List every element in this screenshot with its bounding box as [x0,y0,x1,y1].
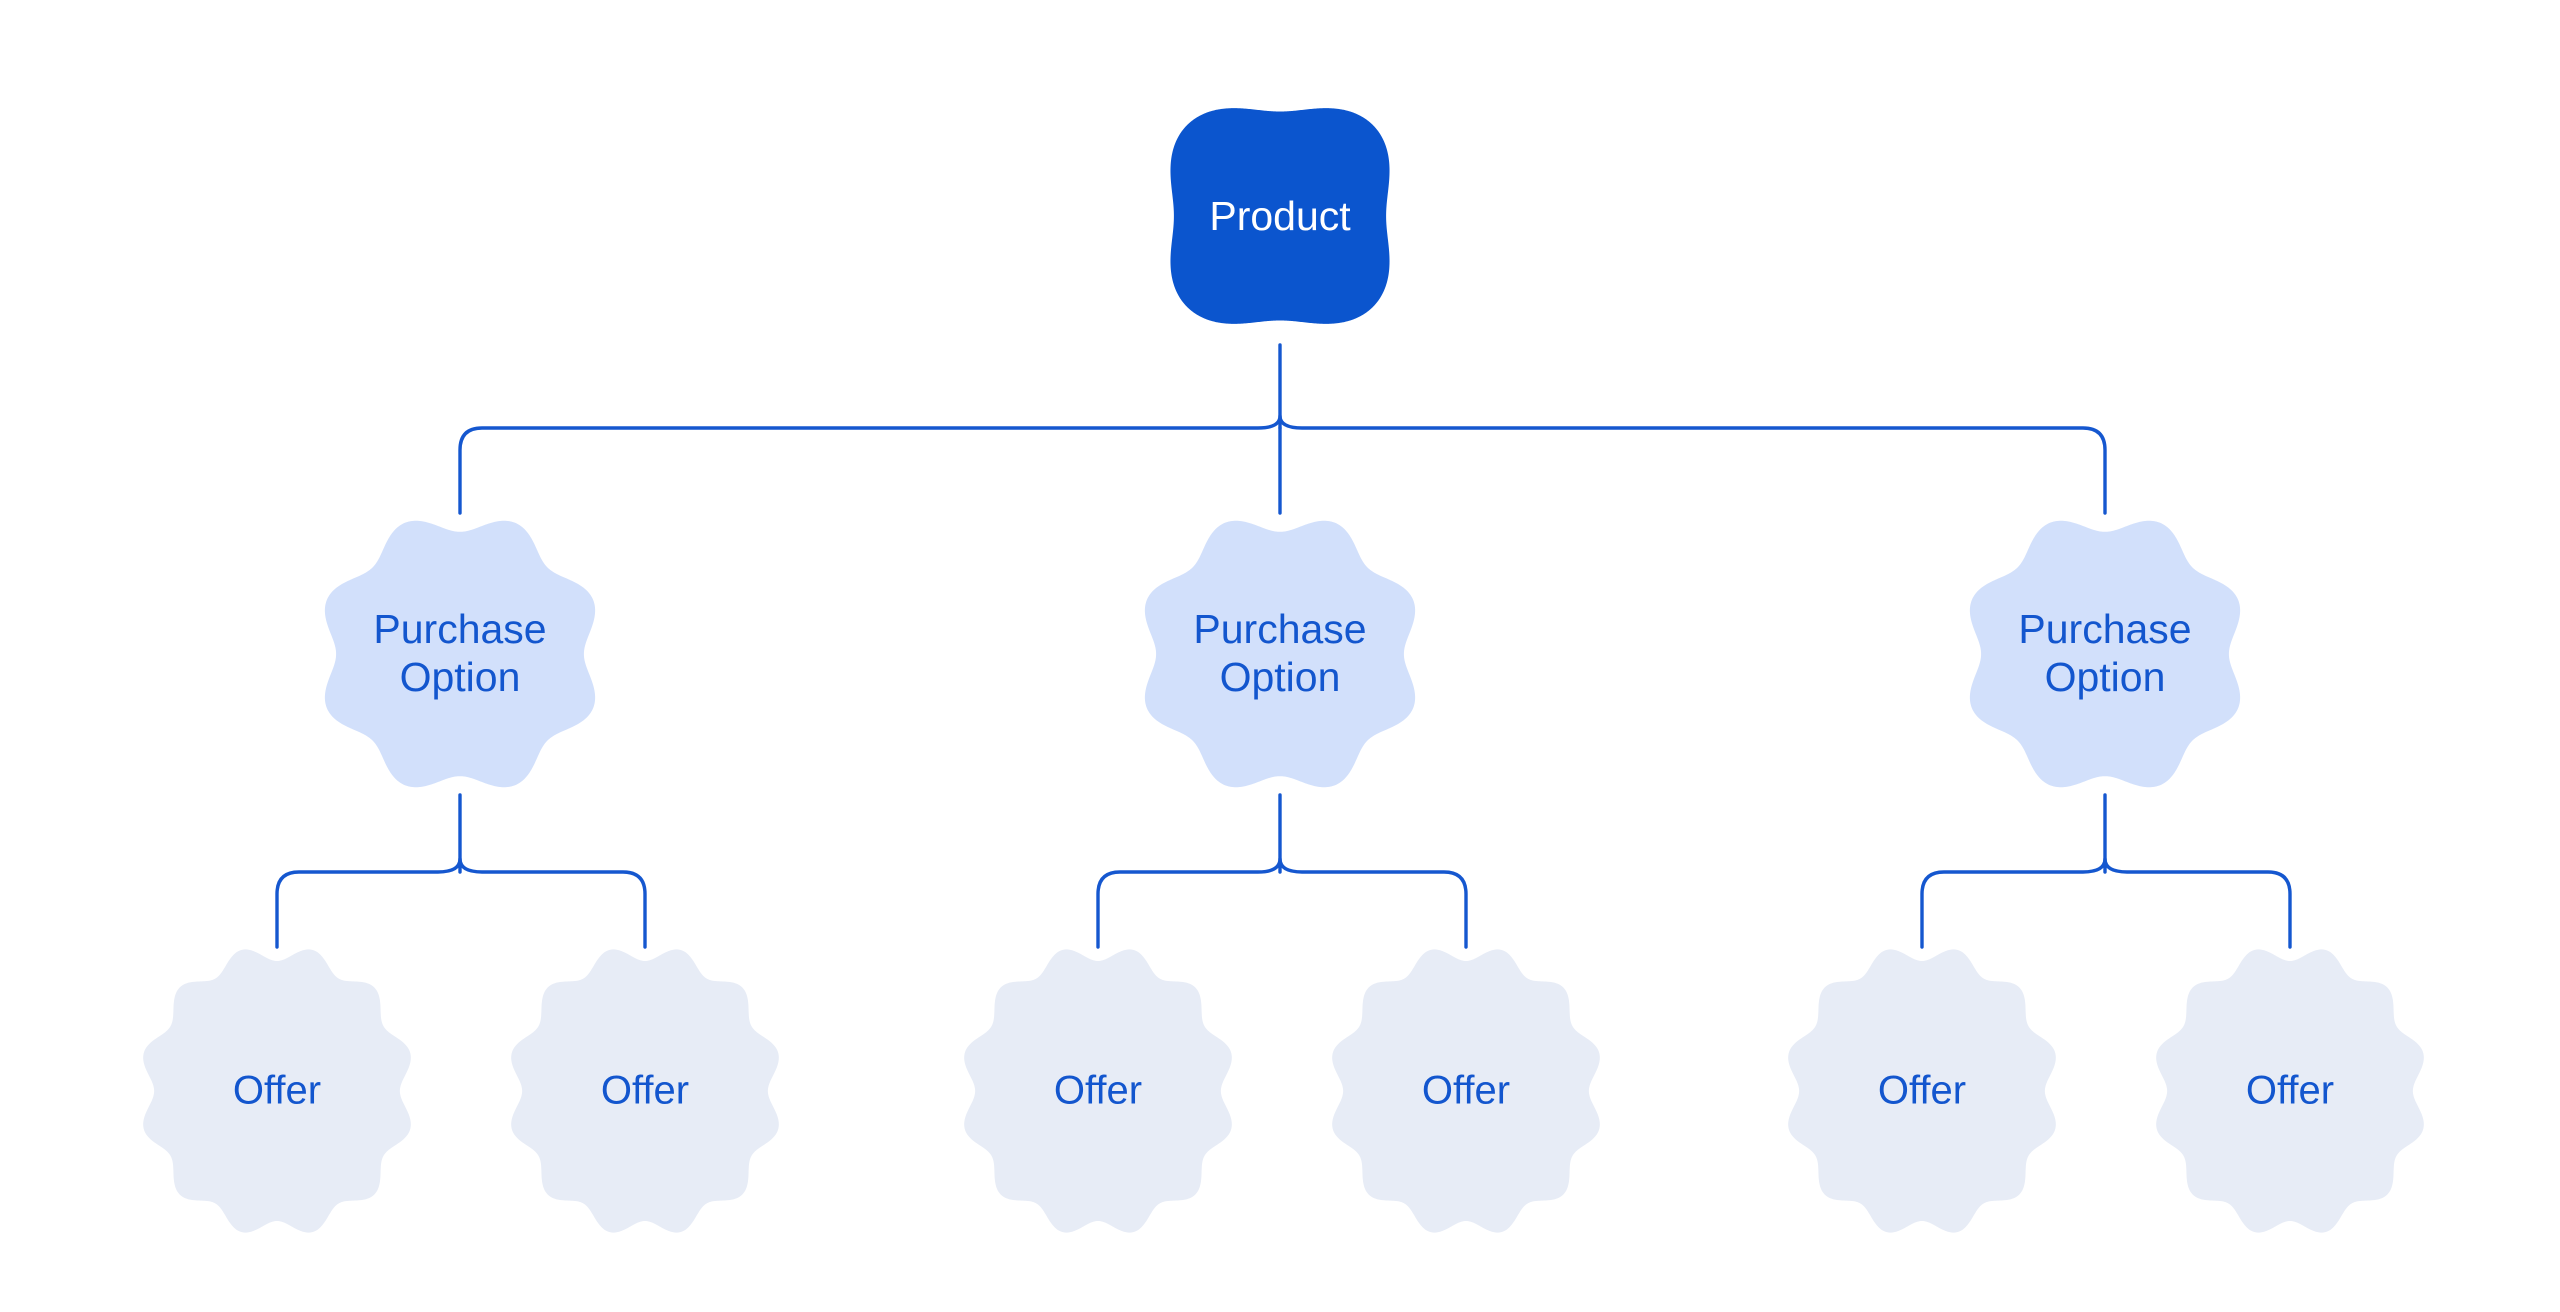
node-offer-1[interactable] [511,949,779,1233]
node-offer-5[interactable] [2156,949,2424,1233]
node-purchase-option-label-1-line1: Purchase [1193,606,1366,652]
node-offer-3[interactable] [1332,949,1600,1233]
node-purchase-option-0[interactable] [324,520,596,788]
node-product[interactable] [1170,108,1390,324]
node-offer-2[interactable] [964,949,1232,1233]
node-layer: ProductPurchaseOptionPurchaseOptionPurch… [143,108,2424,1233]
node-offer-label-0: Offer [233,1069,321,1113]
node-offer-label-4: Offer [1878,1069,1966,1113]
node-offer-label-3: Offer [1422,1069,1510,1113]
connector-layer [275,343,2292,949]
node-offer-4[interactable] [1788,949,2056,1233]
level2-bus-0 [275,857,647,949]
level1-bus [458,414,2107,515]
node-offer-label-5: Offer [2246,1069,2334,1113]
level2-bus-2 [1920,857,2292,949]
level2-bus-1 [1096,857,1468,949]
node-purchase-option-2[interactable] [1969,520,2241,788]
node-purchase-option-label-0-line2: Option [400,654,521,700]
node-offer-label-2: Offer [1054,1069,1142,1113]
node-purchase-option-label-0-line1: Purchase [373,606,546,652]
node-product-label: Product [1209,193,1351,239]
node-purchase-option-1[interactable] [1144,520,1416,788]
node-offer-label-1: Offer [601,1069,689,1113]
node-purchase-option-label-2-line1: Purchase [2018,606,2191,652]
node-purchase-option-label-2-line2: Option [2045,654,2166,700]
node-offer-0[interactable] [143,949,411,1233]
node-purchase-option-label-1-line2: Option [1220,654,1341,700]
